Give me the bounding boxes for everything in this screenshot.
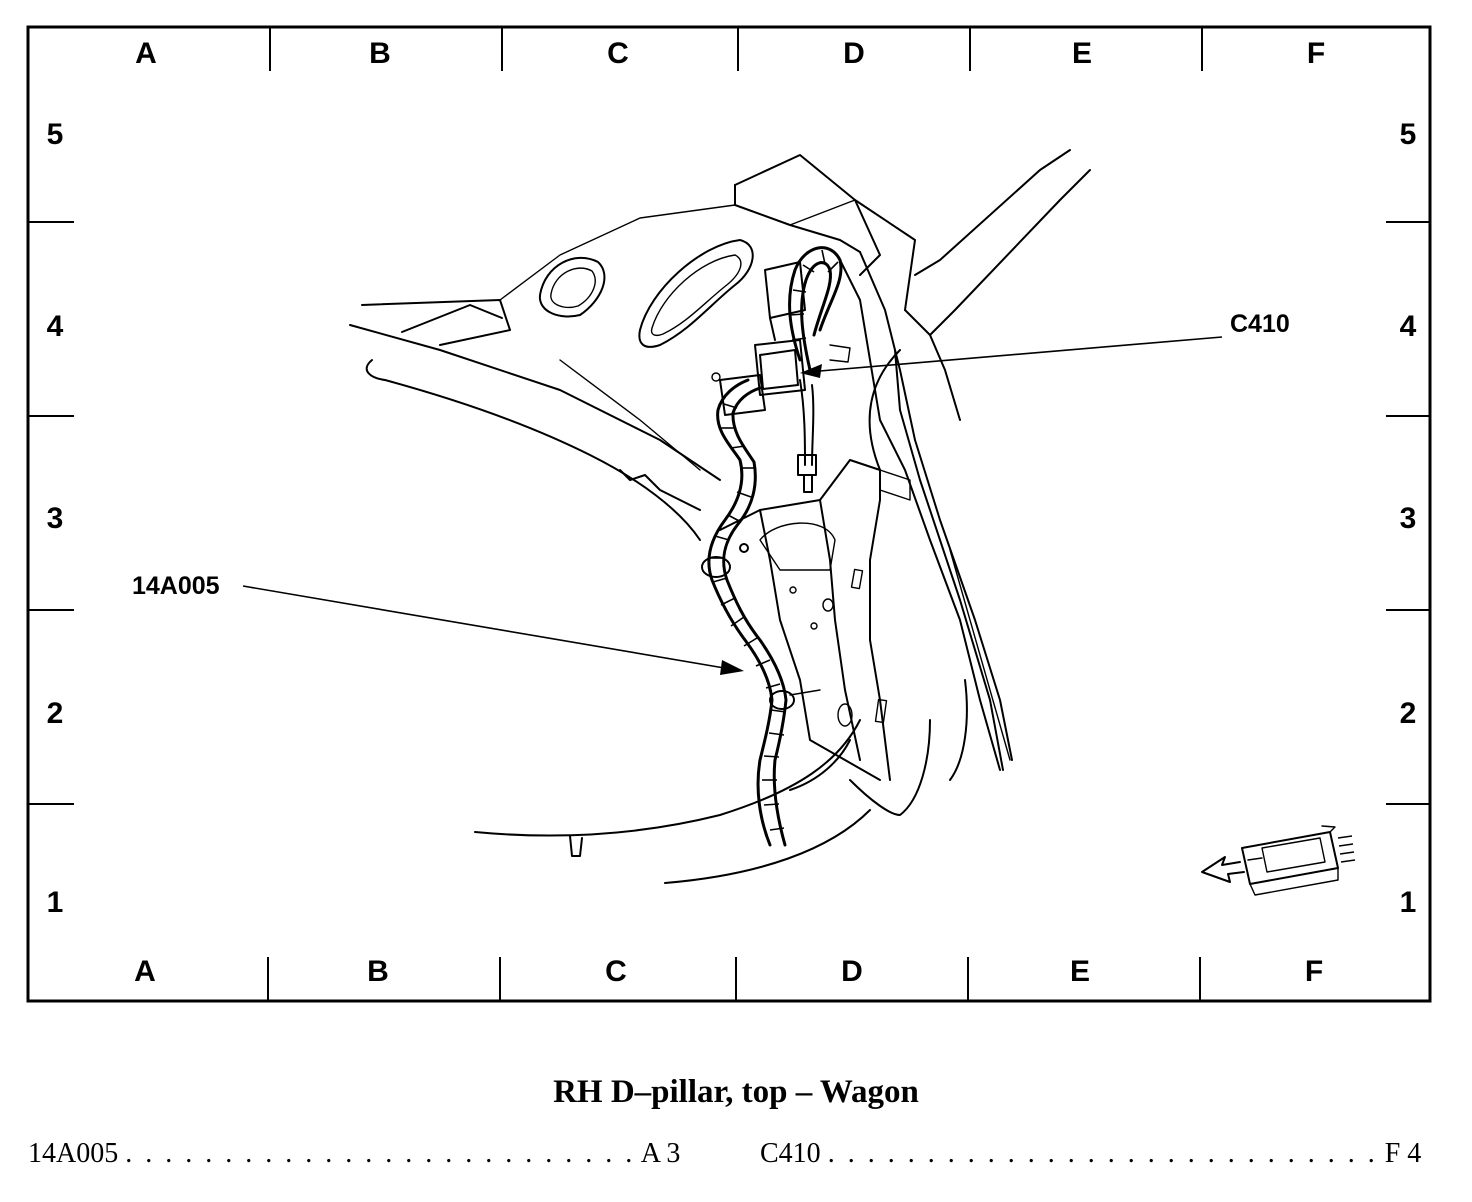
bottom-column-ticks (267, 957, 1201, 1001)
index-entry-c410: C410 . . . . . . . . . . . . . . . . . .… (760, 1138, 1421, 1170)
col-label-top-d: D (843, 37, 865, 70)
col-label-top-a: A (135, 37, 157, 70)
col-label-bottom-d: D (841, 955, 863, 988)
row-label-left-3: 3 (47, 502, 64, 535)
row-label-right-4: 4 (1400, 310, 1417, 343)
left-row-ticks (28, 221, 74, 805)
row-label-right-1: 1 (1400, 886, 1417, 919)
callout-14a005: 14A005 (132, 572, 220, 600)
locator-diagram: A B C D E F A B C D E F 5 4 3 2 1 5 4 3 … (26, 25, 1432, 1003)
index-part-name: C410 (760, 1138, 821, 1169)
col-label-top-c: C (607, 37, 629, 70)
figure-caption: RH D–pillar, top – Wagon (553, 1074, 919, 1110)
col-label-bottom-b: B (367, 955, 389, 988)
leader-dots: . . . . . . . . . . . . . . . . . . . . … (125, 1138, 636, 1169)
row-label-left-2: 2 (47, 697, 64, 730)
forward-arrow-icon (1201, 856, 1245, 883)
row-label-left-5: 5 (47, 118, 64, 151)
index-location: F 4 (1384, 1138, 1422, 1169)
row-label-right-5: 5 (1400, 118, 1417, 151)
col-label-bottom-f: F (1305, 955, 1323, 988)
index-part-name: 14A005 (28, 1138, 119, 1169)
index-entry-14a005: 14A005 . . . . . . . . . . . . . . . . .… (28, 1138, 680, 1170)
connector-c410 (711, 261, 851, 416)
top-column-ticks (269, 27, 1203, 71)
grid-frame (26, 25, 1432, 1003)
vehicle-orientation-icon (1241, 825, 1356, 896)
row-label-left-1: 1 (47, 886, 64, 919)
callout-c410: C410 (1230, 310, 1290, 338)
col-label-bottom-e: E (1070, 955, 1090, 988)
row-label-left-4: 4 (47, 310, 64, 343)
index-location: A 3 (640, 1138, 681, 1169)
row-label-right-2: 2 (1400, 697, 1417, 730)
col-label-top-b: B (369, 37, 391, 70)
row-label-right-3: 3 (1400, 502, 1417, 535)
right-row-ticks (1386, 221, 1430, 805)
harness-14a005 (701, 246, 843, 847)
col-label-top-f: F (1307, 37, 1325, 70)
col-label-bottom-a: A (134, 955, 156, 988)
callout-leaders (242, 336, 1223, 675)
col-label-top-e: E (1072, 37, 1092, 70)
leader-dots: . . . . . . . . . . . . . . . . . . . . … (827, 1138, 1378, 1169)
col-label-bottom-c: C (605, 955, 627, 988)
body-panel-illustration (349, 149, 1091, 884)
